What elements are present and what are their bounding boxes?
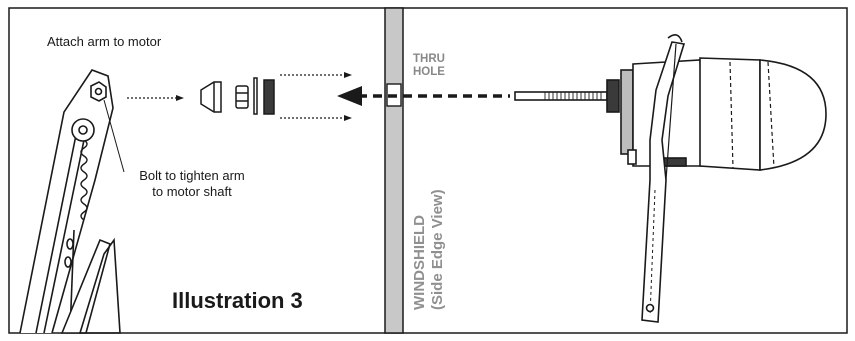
flat-washer xyxy=(253,77,258,115)
wiper-arm xyxy=(19,69,114,334)
windshield-glass xyxy=(384,7,404,334)
panel-frame xyxy=(8,7,848,334)
mount-hardware xyxy=(200,77,275,115)
gearbox-plate xyxy=(620,69,634,155)
thru-hole-label-line2: HOLE xyxy=(413,66,445,78)
arm-to-parts-arrow xyxy=(127,95,184,101)
tapered-bushing xyxy=(200,81,222,113)
motor-to-hole-arrow xyxy=(337,86,510,106)
wiper-motor xyxy=(514,34,827,323)
illustration-title: Illustration 3 xyxy=(172,288,303,313)
thru-hole-label-line1: THRU xyxy=(413,53,445,65)
wiper-blade xyxy=(60,237,121,334)
rubber-gasket xyxy=(263,79,275,115)
attach-instruction: Attach arm to motor xyxy=(47,34,162,49)
motor-end-cap xyxy=(759,59,827,171)
motor-can xyxy=(699,57,761,171)
windshield-label-line1: WINDSHIELD xyxy=(411,215,428,310)
thru-hole-label: THRU HOLE xyxy=(413,53,445,79)
parts-guide-arrows xyxy=(280,72,352,121)
bolt-callout: Bolt to tighten arm to motor shaft xyxy=(122,168,262,200)
bolt-leader-line xyxy=(103,99,125,173)
windshield-label: WINDSHIELD (Side Edge View) xyxy=(411,189,447,310)
bolt-callout-line2: to motor shaft xyxy=(152,184,232,199)
shaft-collar xyxy=(606,79,620,113)
windshield-label-line2: (Side Edge View) xyxy=(429,189,446,310)
bolt-callout-line1: Bolt to tighten arm xyxy=(139,168,245,183)
hex-nut xyxy=(235,85,249,109)
